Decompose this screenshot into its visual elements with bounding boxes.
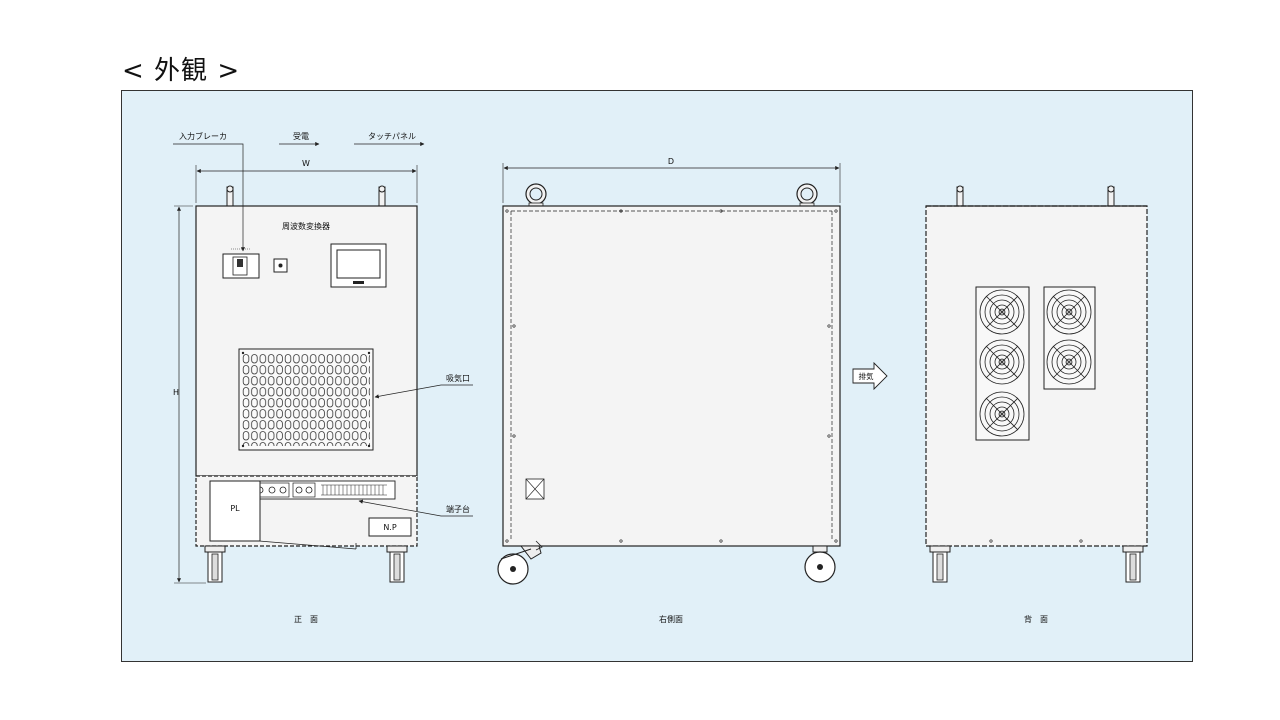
input-breaker: [222, 248, 260, 279]
side-lifting-ring-right: [796, 183, 818, 208]
side-caster-left: [497, 540, 543, 585]
intake-label: 吸気口: [446, 373, 470, 383]
front-caster-right: [386, 545, 408, 583]
exhaust-fan-1: [979, 289, 1025, 335]
exhaust-fan-5: [1046, 339, 1092, 385]
back-lifting-eye-left: [956, 185, 964, 207]
pl-plate-label: PL: [230, 504, 240, 513]
intake-grille: [238, 348, 374, 451]
input-breaker-label: 入力ブレーカ: [179, 131, 227, 141]
depth-label: D: [668, 157, 674, 166]
side-caster-right: [804, 545, 836, 583]
front-caster-left: [204, 545, 226, 583]
exhaust-label: 排気: [859, 371, 874, 381]
exhaust-arrow: 排気: [852, 361, 888, 391]
terminal-block-label: 端子台: [446, 504, 470, 514]
front-lifting-eye-right: [378, 185, 386, 207]
height-dimension: H: [173, 205, 206, 584]
height-label: H: [173, 388, 179, 397]
side-cabinet-body: [502, 205, 841, 547]
back-caster-left: [929, 545, 951, 583]
np-plate: N.P: [368, 517, 412, 537]
back-caster-right: [1122, 545, 1144, 583]
width-label: W: [302, 159, 310, 168]
page-title: < 外観 >: [122, 56, 241, 86]
front-view-label: 正 面: [294, 615, 318, 624]
exhaust-fan-4: [1046, 289, 1092, 335]
back-view-label: 背 面: [1024, 614, 1048, 624]
device-name-label: 周波数変換器: [282, 221, 330, 231]
exhaust-fan-3: [979, 391, 1025, 437]
side-lifting-ring-left: [525, 183, 547, 208]
depth-dimension: D: [502, 157, 841, 203]
side-label-plate: [525, 478, 545, 500]
power-receive-label: 受電: [293, 131, 309, 141]
touch-panel-label: タッチパネル: [368, 132, 416, 141]
touch-panel: [330, 243, 387, 288]
back-lifting-eye-right: [1107, 185, 1115, 207]
front-view: 周波数変換器 PL N.: [173, 131, 473, 624]
back-view: 背 面: [925, 185, 1148, 624]
right-view-label: 右側面: [659, 614, 683, 624]
exterior-drawing: 周波数変換器 PL N.: [173, 131, 1148, 624]
power-receive-lamp: [273, 258, 288, 273]
back-cabinet-body: [925, 205, 1148, 547]
front-lifting-eye-left: [226, 185, 234, 207]
exhaust-fan-2: [979, 339, 1025, 385]
np-plate-label: N.P: [383, 523, 397, 532]
width-dimension: W: [195, 159, 418, 203]
right-view: D 排気 右側面: [497, 157, 888, 624]
pl-plate: PL: [209, 480, 261, 542]
drawing-panel: 周波数変換器 PL N.: [121, 90, 1193, 662]
fan-panel-right: [1043, 286, 1096, 390]
